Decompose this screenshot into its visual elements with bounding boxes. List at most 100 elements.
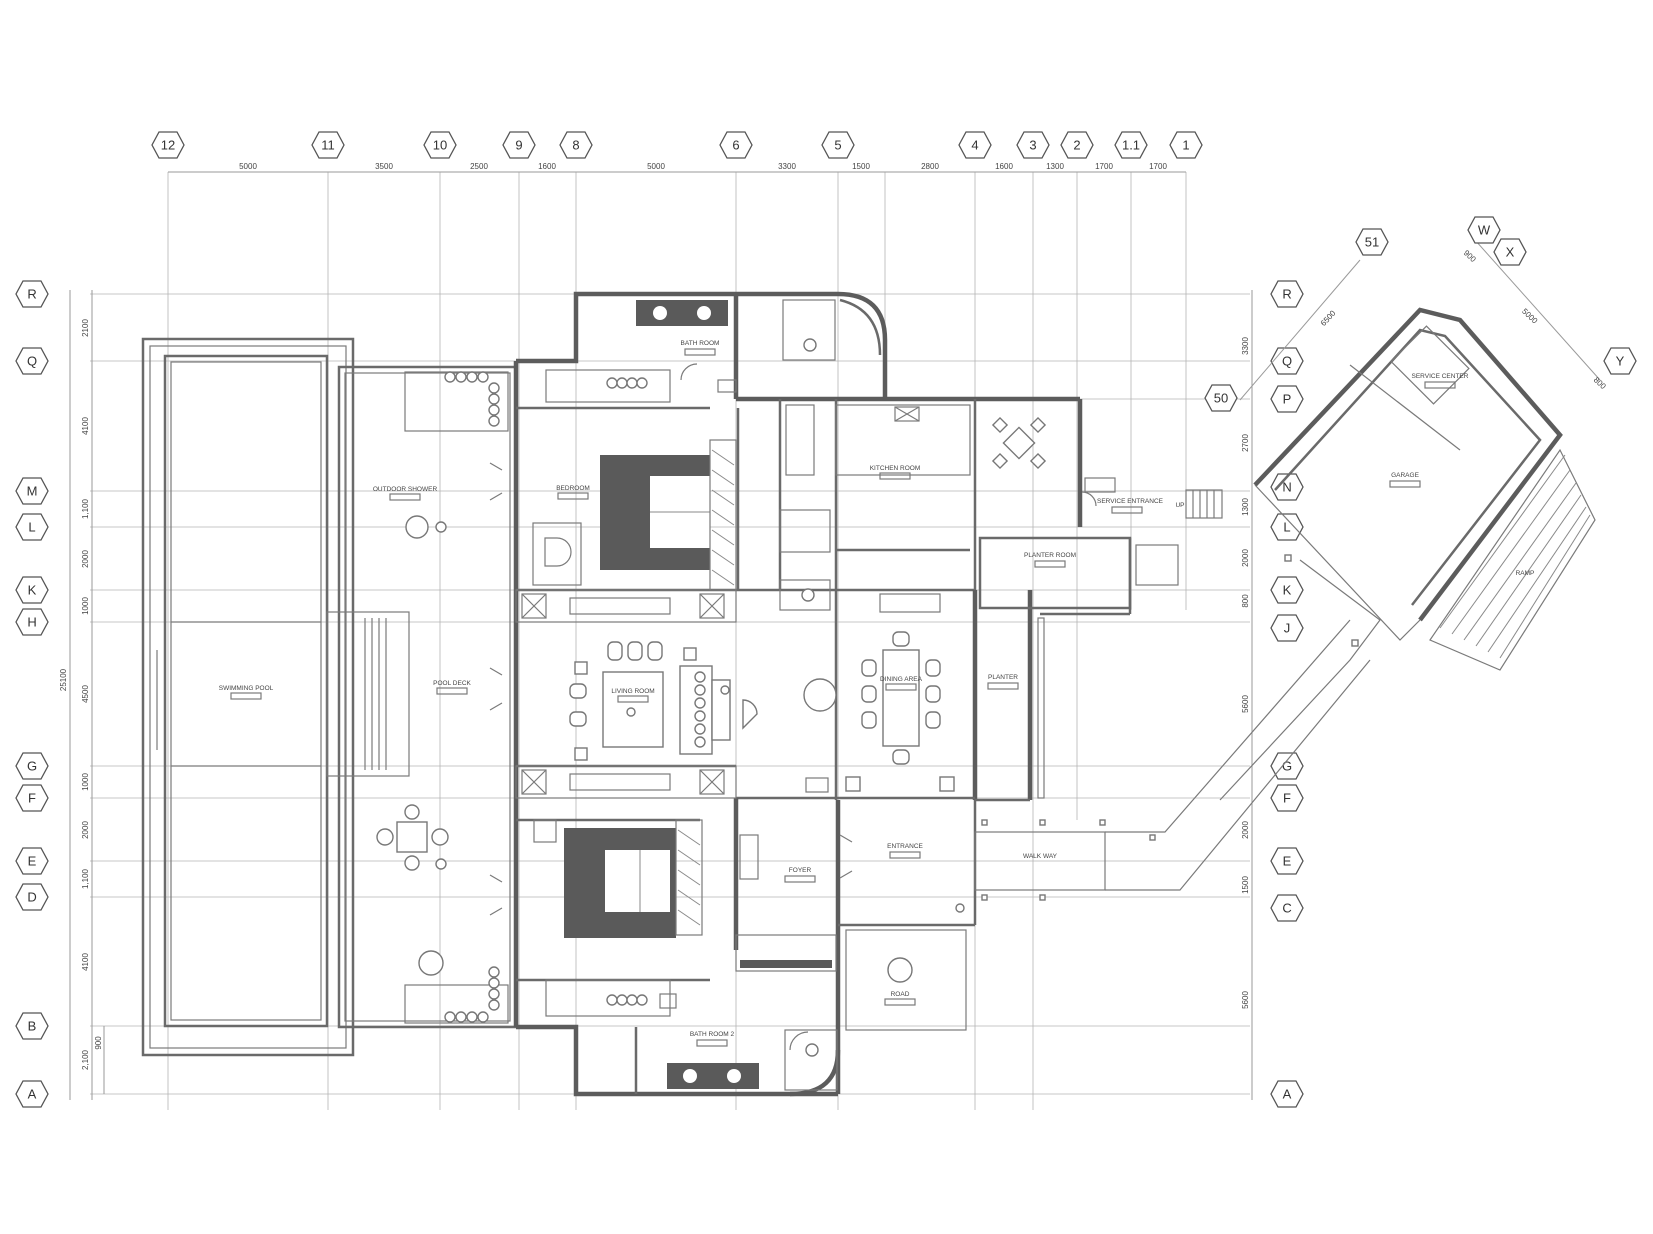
row-bubble: P xyxy=(1270,385,1304,413)
walk-way: WALK WAY xyxy=(974,619,1371,901)
dim-left-6: 4500 xyxy=(81,685,90,703)
cabinet-band-top xyxy=(515,589,737,623)
service-entrance-label: SERVICE ENTRANCE xyxy=(1097,498,1164,505)
dim-left-3: 1,100 xyxy=(81,498,90,519)
up-label: UP xyxy=(1175,502,1184,509)
lounge-chairs-bottom xyxy=(444,966,500,1023)
pool-deck-label: POOL DECK xyxy=(433,680,471,687)
dim-left-11: 2,100 xyxy=(81,1049,90,1070)
column-bubble: 2 xyxy=(1060,131,1094,159)
planter-room-label: PLANTER ROOM xyxy=(1024,552,1076,559)
dim-top-1: 5000 xyxy=(239,162,257,171)
dim-top-10: 1300 xyxy=(1046,162,1064,171)
left-dimension-lines xyxy=(69,290,105,1100)
row-bubble: K xyxy=(1270,576,1304,604)
row-bubble: F xyxy=(15,784,49,812)
column-bubble: 1.1 xyxy=(1114,131,1148,159)
row-bubble: B xyxy=(15,1012,49,1040)
outdoor-shower-label: OUTDOOR SHOWER xyxy=(373,486,438,493)
svg-text:C: C xyxy=(1282,901,1291,916)
row-bubble: G xyxy=(15,752,49,780)
pool-deck-area: OUTDOOR SHOWER POOL DECK xyxy=(326,365,518,1029)
garage-dimension-lines xyxy=(1239,239,1601,401)
swimming-pool-label: SWIMMING POOL xyxy=(219,685,274,692)
foyer-label: FOYER xyxy=(789,867,812,874)
column-bubble: 11 xyxy=(311,131,345,159)
dining-area-label: DINING AREA xyxy=(880,676,923,683)
right-row-bubbles: R Q P N L K J G F E C A xyxy=(1270,280,1304,1108)
row-bubble: A xyxy=(1270,1080,1304,1108)
svg-text:N: N xyxy=(1282,480,1291,495)
dim-top-4: 1600 xyxy=(538,162,556,171)
garage-bubble: X xyxy=(1493,238,1527,266)
dim-top-6: 3300 xyxy=(778,162,796,171)
garage-label: GARAGE xyxy=(1391,472,1419,479)
dining-area: DINING AREA xyxy=(805,593,955,793)
dim-left-1: 2100 xyxy=(81,319,90,337)
svg-text:12: 12 xyxy=(161,138,175,153)
row-bubble: E xyxy=(15,847,49,875)
wardrobe-bottom xyxy=(675,819,703,936)
right-dimension-labels: 3300 2700 1300 2000 800 5600 2000 1500 5… xyxy=(1241,337,1250,1009)
dim-left-8: 2000 xyxy=(81,821,90,839)
entrance: ENTRANCE xyxy=(839,834,965,913)
dim-right-5: 800 xyxy=(1241,594,1250,608)
svg-text:2: 2 xyxy=(1073,138,1080,153)
svg-text:9: 9 xyxy=(515,138,522,153)
dim-right-1: 3300 xyxy=(1241,337,1250,355)
dim-right-6: 5600 xyxy=(1241,695,1250,713)
row-bubble: Q xyxy=(1270,347,1304,375)
row-bubble: L xyxy=(15,513,49,541)
svg-text:E: E xyxy=(1283,854,1292,869)
foyer: FOYER xyxy=(735,834,837,1051)
planter: PLANTER xyxy=(987,617,1045,799)
main-walls xyxy=(513,291,1132,1097)
dim-right-8: 1500 xyxy=(1241,876,1250,894)
svg-text:1: 1 xyxy=(1182,138,1189,153)
svg-text:Q: Q xyxy=(1282,354,1292,369)
svg-text:8: 8 xyxy=(572,138,579,153)
dim-left-10: 4100 xyxy=(81,953,90,971)
dim-top-7: 1500 xyxy=(852,162,870,171)
svg-text:11: 11 xyxy=(321,138,335,153)
svg-text:51: 51 xyxy=(1365,235,1379,250)
living-room-label: LIVING ROOM xyxy=(611,688,654,695)
ramp-label: RAMP xyxy=(1516,570,1535,577)
svg-text:Q: Q xyxy=(27,354,37,369)
road-area: ROAD xyxy=(845,929,967,1031)
service-entrance: SERVICE ENTRANCE UP xyxy=(1081,477,1223,519)
bedroom-top: BEDROOM xyxy=(532,369,737,591)
column-bubble: 10 xyxy=(423,131,457,159)
row-bubble: H xyxy=(15,608,49,636)
svg-text:50: 50 xyxy=(1214,391,1228,406)
svg-text:3: 3 xyxy=(1029,138,1036,153)
row-bubble: K xyxy=(15,576,49,604)
dim-left-7: 1000 xyxy=(81,773,90,791)
dim-top-8: 2800 xyxy=(921,162,939,171)
top-dimension-labels: 5000 3500 2500 1600 5000 3300 1500 2800 … xyxy=(239,162,1167,171)
svg-text:F: F xyxy=(28,791,36,806)
swimming-pool: SWIMMING POOL xyxy=(141,337,355,1057)
column-bubble: 9 xyxy=(502,131,536,159)
dim-top-11: 1700 xyxy=(1095,162,1113,171)
svg-text:E: E xyxy=(28,854,37,869)
wardrobe-top xyxy=(709,439,737,591)
svg-text:A: A xyxy=(28,1087,37,1102)
dim-right-9: 5600 xyxy=(1241,991,1250,1009)
svg-text:G: G xyxy=(27,759,37,774)
row-bubble: D xyxy=(15,883,49,911)
living-room: LIVING ROOM xyxy=(569,641,837,761)
dim-left-4: 2000 xyxy=(81,550,90,568)
planter-label: PLANTER xyxy=(988,674,1018,681)
svg-text:D: D xyxy=(27,890,36,905)
garage-ramp: RAMP xyxy=(1429,448,1596,671)
column-bubble: 6 xyxy=(719,131,753,159)
bathroom-top: BATH ROOM xyxy=(636,298,882,393)
row-bubble: M xyxy=(15,477,49,505)
entrance-label: ENTRANCE xyxy=(887,843,923,850)
row-bubble: R xyxy=(15,280,49,308)
garage-bubble: W xyxy=(1467,216,1501,244)
svg-text:J: J xyxy=(1284,621,1291,636)
svg-text:M: M xyxy=(27,484,38,499)
